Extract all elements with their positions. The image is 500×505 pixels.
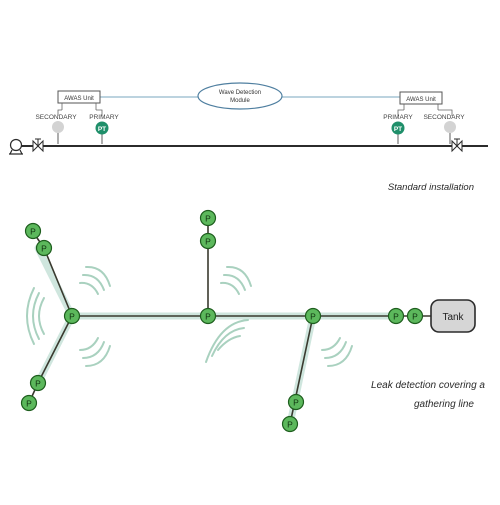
right-awas-unit-label: AWAS Unit	[406, 97, 436, 103]
node-label: P	[30, 227, 36, 237]
branch-glow	[34, 244, 400, 428]
sensor-stems	[57, 133, 451, 144]
node-label: P	[412, 312, 418, 322]
node-label: P	[293, 398, 299, 408]
node-mid-junction: P	[199, 307, 217, 325]
node-label: P	[205, 214, 211, 224]
left-secondary-label: SECONDARY	[35, 114, 77, 121]
node-left-upper-1: P	[24, 222, 42, 240]
pump-icon	[9, 138, 23, 155]
node-left-junction: P	[63, 307, 81, 325]
wave-arcs	[26, 265, 353, 367]
node-tank-inlet-2: P	[406, 307, 424, 325]
node-right-junction: P	[304, 307, 322, 325]
node-mid-upper-2: P	[199, 232, 217, 250]
left-secondary-sensor	[52, 121, 64, 133]
right-primary-label: PRIMARY	[383, 114, 413, 121]
standard-installation-caption: Standard installation	[388, 182, 474, 193]
node-right-lower-1: P	[287, 393, 305, 411]
node-label: P	[41, 244, 47, 254]
node-label: P	[35, 379, 41, 389]
left-awas-unit: AWAS Unit	[57, 90, 103, 116]
gathering-line-caption-line1: Leak detection covering a	[371, 380, 485, 391]
right-secondary-sensor	[444, 121, 456, 133]
gathering-pipes	[28, 218, 431, 425]
gathering-line-caption-line2: gathering line	[414, 399, 474, 410]
right-primary-sensor: PT	[391, 121, 405, 135]
node-label: P	[26, 399, 32, 409]
node-mid-upper-1: P	[199, 209, 217, 227]
node-left-upper-2: P	[35, 239, 53, 257]
wave-module-label-line1: Wave Detection	[219, 90, 261, 96]
left-awas-unit-label: AWAS Unit	[64, 96, 94, 102]
right-pt-label: PT	[394, 126, 402, 133]
wave-detection-module: Wave Detection Module	[197, 82, 283, 110]
left-valve-icon	[32, 138, 44, 153]
tank-label: Tank	[442, 312, 464, 323]
node-label: P	[205, 237, 211, 247]
wave-module-label-line2: Module	[230, 98, 250, 104]
right-awas-unit: AWAS Unit	[397, 91, 453, 116]
left-primary-sensor: PT	[95, 121, 109, 135]
node-label: P	[287, 420, 293, 430]
tank: Tank	[430, 299, 476, 333]
node-tank-inlet-1: P	[387, 307, 405, 325]
node-label: P	[69, 312, 75, 322]
left-pt-label: PT	[98, 126, 106, 133]
left-primary-label: PRIMARY	[89, 114, 119, 121]
gathering-line-diagram: P P P P P P P P	[20, 209, 485, 433]
right-valve-icon	[451, 138, 463, 153]
node-left-lower-2: P	[20, 394, 38, 412]
node-label: P	[310, 312, 316, 322]
node-right-lower-2: P	[281, 415, 299, 433]
right-secondary-label: SECONDARY	[423, 114, 465, 121]
standard-installation-diagram: Wave Detection Module AWAS Unit AWAS Uni…	[9, 82, 488, 193]
node-label: P	[393, 312, 399, 322]
node-left-lower-1: P	[29, 374, 47, 392]
node-label: P	[205, 312, 211, 322]
